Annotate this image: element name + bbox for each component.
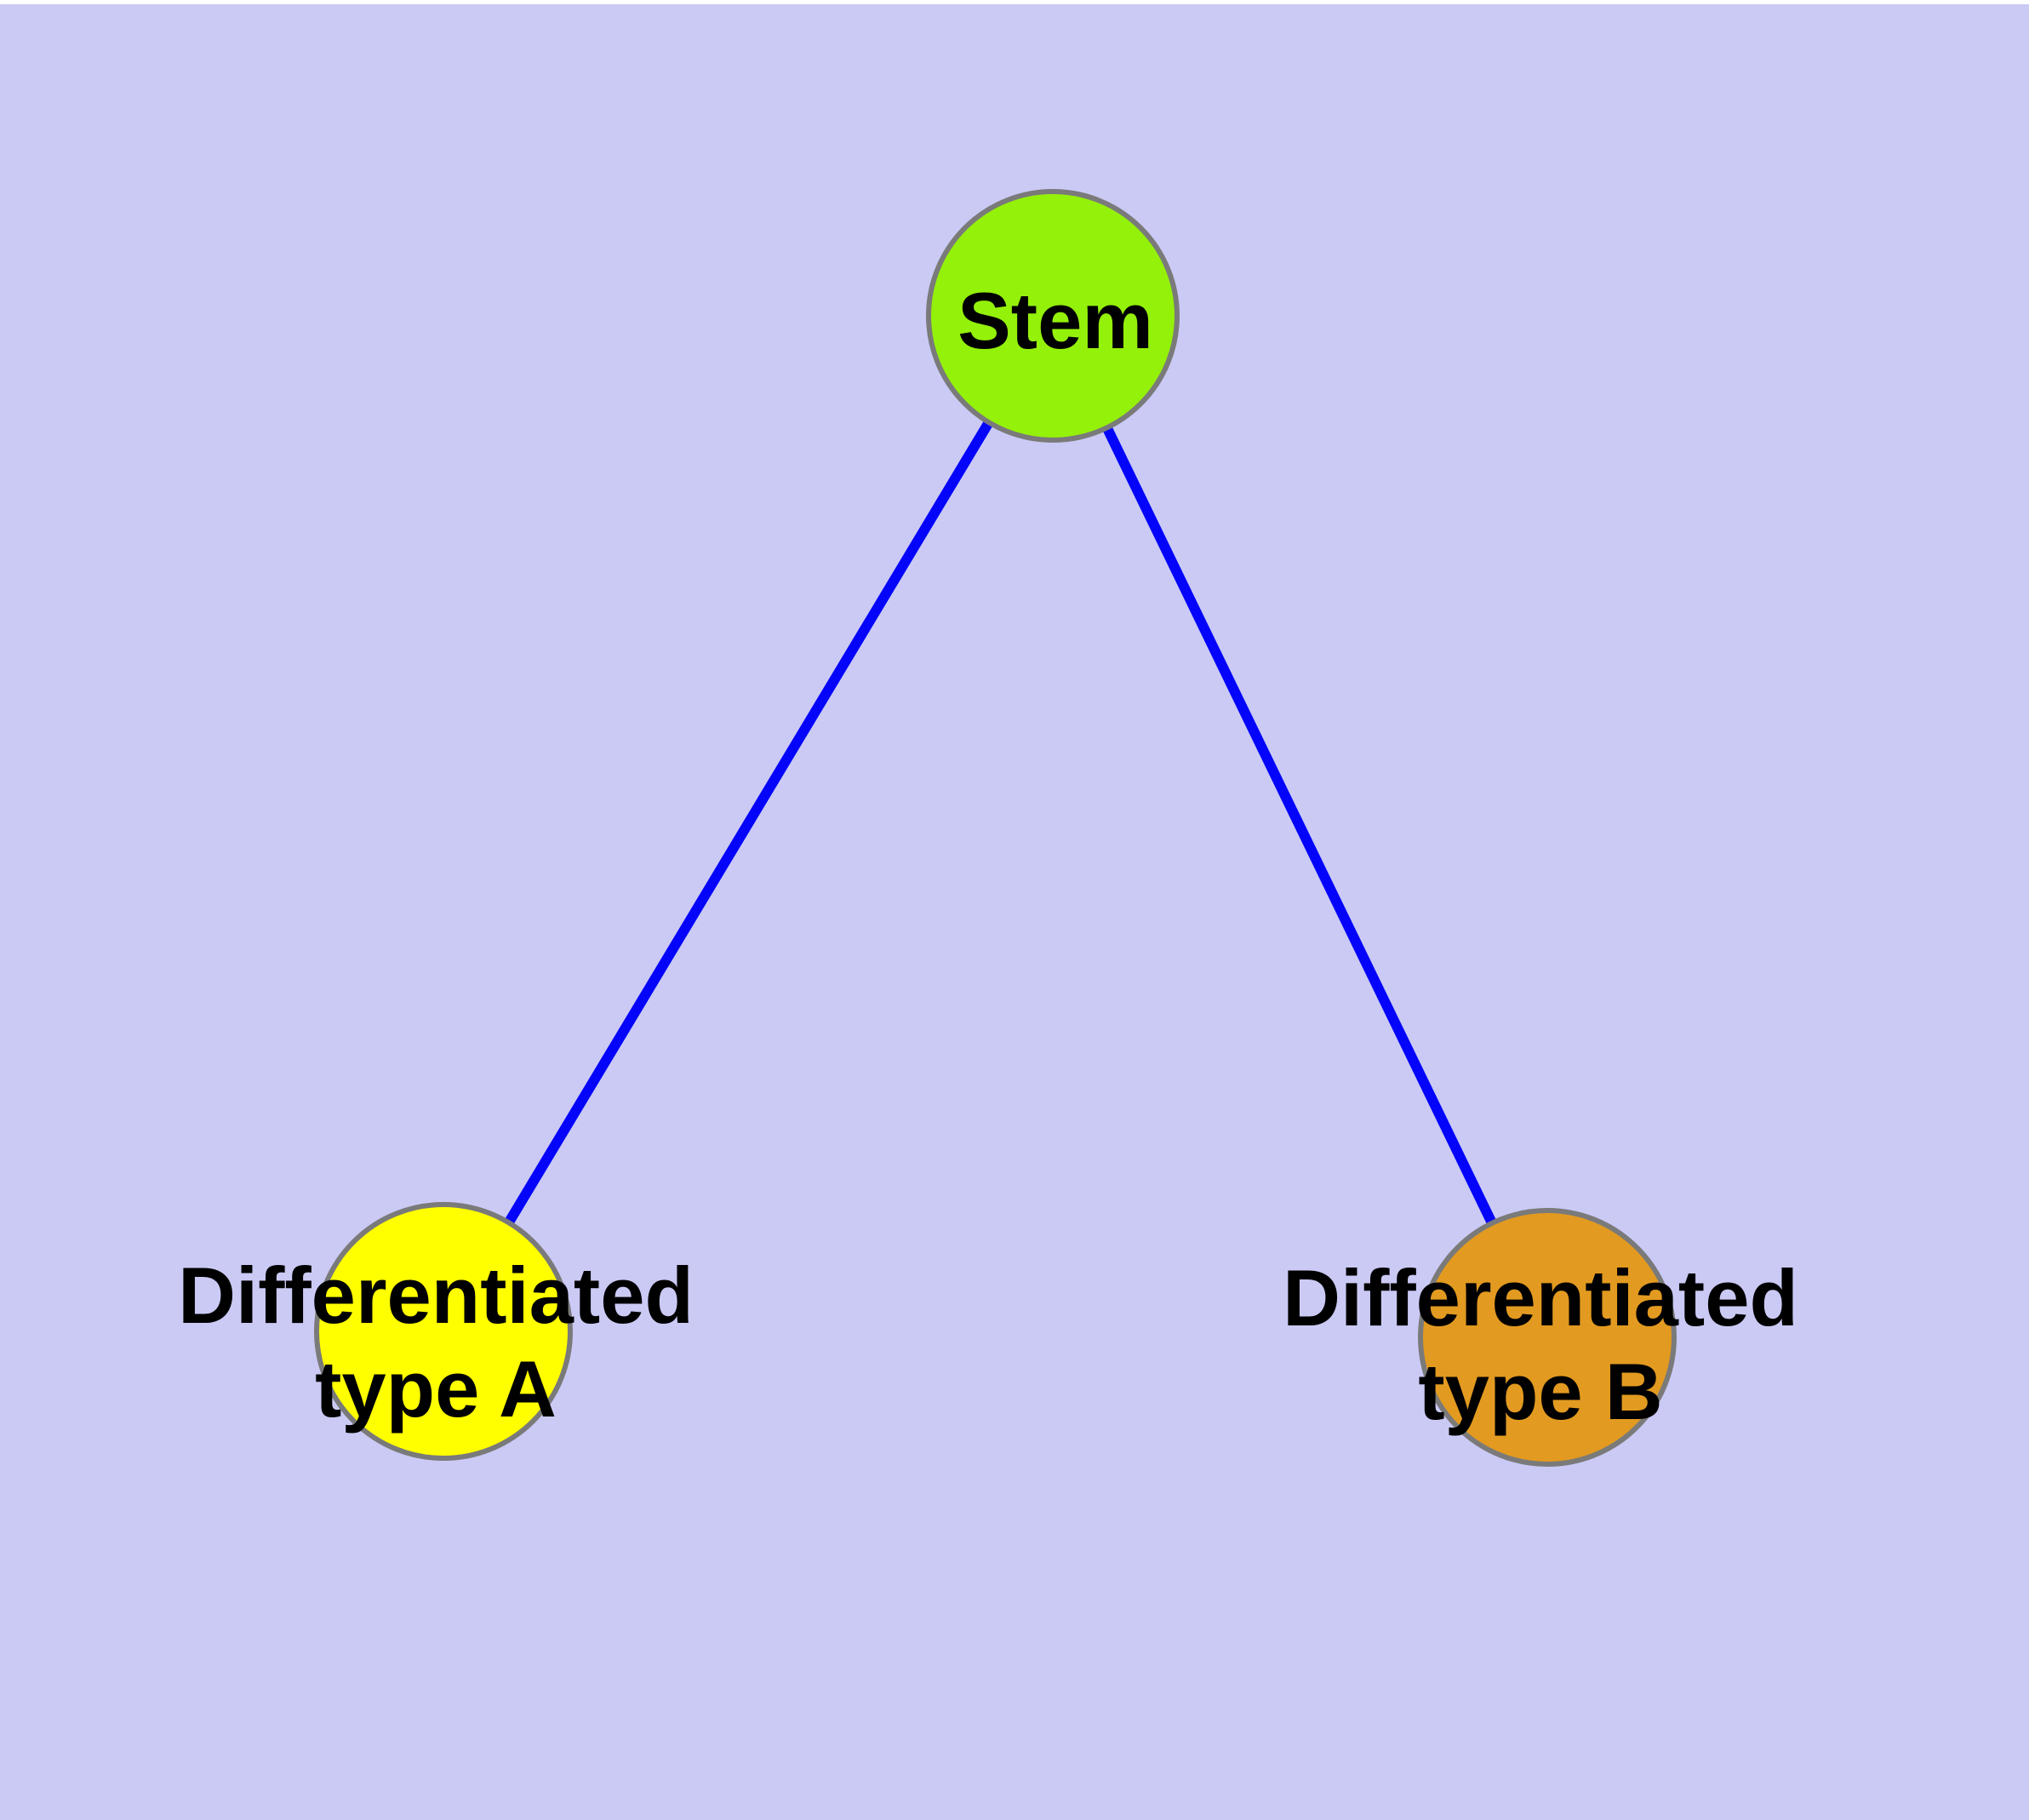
edge-stem-to-type-a xyxy=(438,312,1058,1335)
node-differentiated-type-b xyxy=(1418,1208,1677,1467)
node-stem-label-line1: Stem xyxy=(957,276,1153,365)
edge-stem-to-type-b xyxy=(1048,313,1552,1340)
node-differentiated-type-a-label-line1: Differentiated xyxy=(178,1251,694,1340)
node-stem xyxy=(926,189,1180,443)
node-stem-label: Stem xyxy=(957,276,1153,365)
node-differentiated-type-a-label-line2: type A xyxy=(315,1344,557,1434)
node-differentiated-type-b-label-line1: Differentiated xyxy=(1283,1253,1798,1342)
node-differentiated-type-b-label-line2: type B xyxy=(1418,1347,1662,1436)
node-differentiated-type-a xyxy=(314,1202,573,1461)
